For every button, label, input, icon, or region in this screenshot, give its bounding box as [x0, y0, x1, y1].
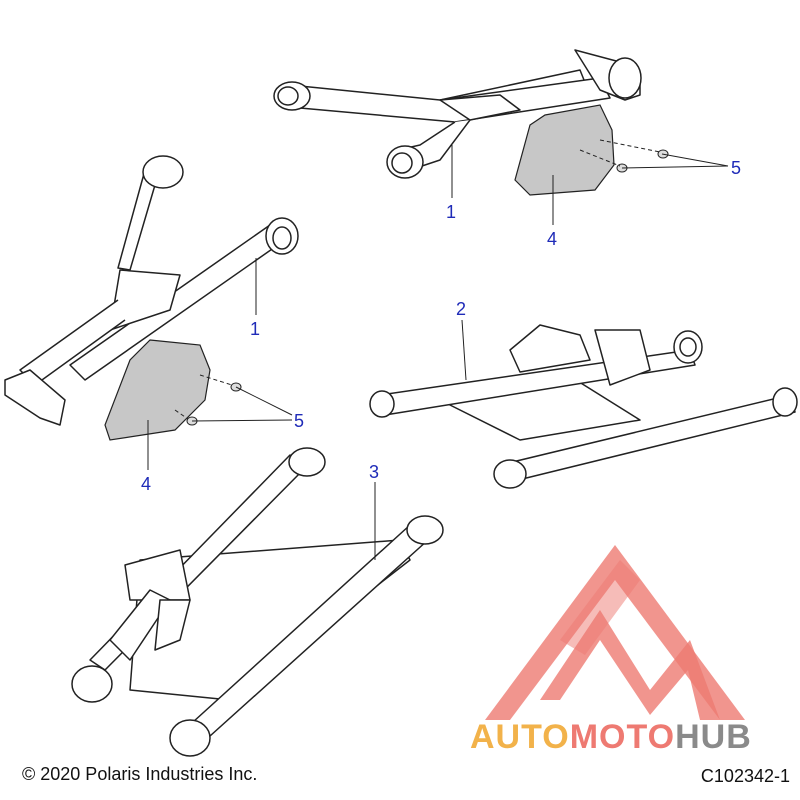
callout-1-right: 1	[446, 202, 456, 222]
lower-control-arm-3	[71, 447, 444, 757]
watermark-brand: AUTOMOTOHUB	[470, 718, 752, 757]
skid-plate-right	[514, 104, 615, 196]
brand-part-hub: HUB	[675, 718, 752, 756]
upper-control-arm-right	[273, 49, 642, 179]
lower-control-arm-2	[369, 324, 798, 489]
callout-2: 2	[456, 299, 466, 319]
brand-part-moto: MOTO	[569, 718, 676, 756]
watermark-logo-icon	[485, 545, 745, 720]
upper-control-arm-left	[4, 155, 299, 426]
callout-1-left: 1	[250, 319, 260, 339]
callout-4-left: 4	[141, 474, 151, 494]
callout-3: 3	[369, 462, 379, 482]
callout-4-right: 4	[547, 229, 557, 249]
copyright-text: © 2020 Polaris Industries Inc.	[22, 764, 258, 784]
skid-plate-left	[104, 339, 211, 441]
brand-part-auto: AUTO	[470, 718, 570, 756]
callout-5-right: 5	[731, 158, 741, 178]
leader-lines	[147, 145, 729, 560]
callout-5-left: 5	[294, 411, 304, 431]
figure-id: C102342-1	[700, 766, 790, 786]
